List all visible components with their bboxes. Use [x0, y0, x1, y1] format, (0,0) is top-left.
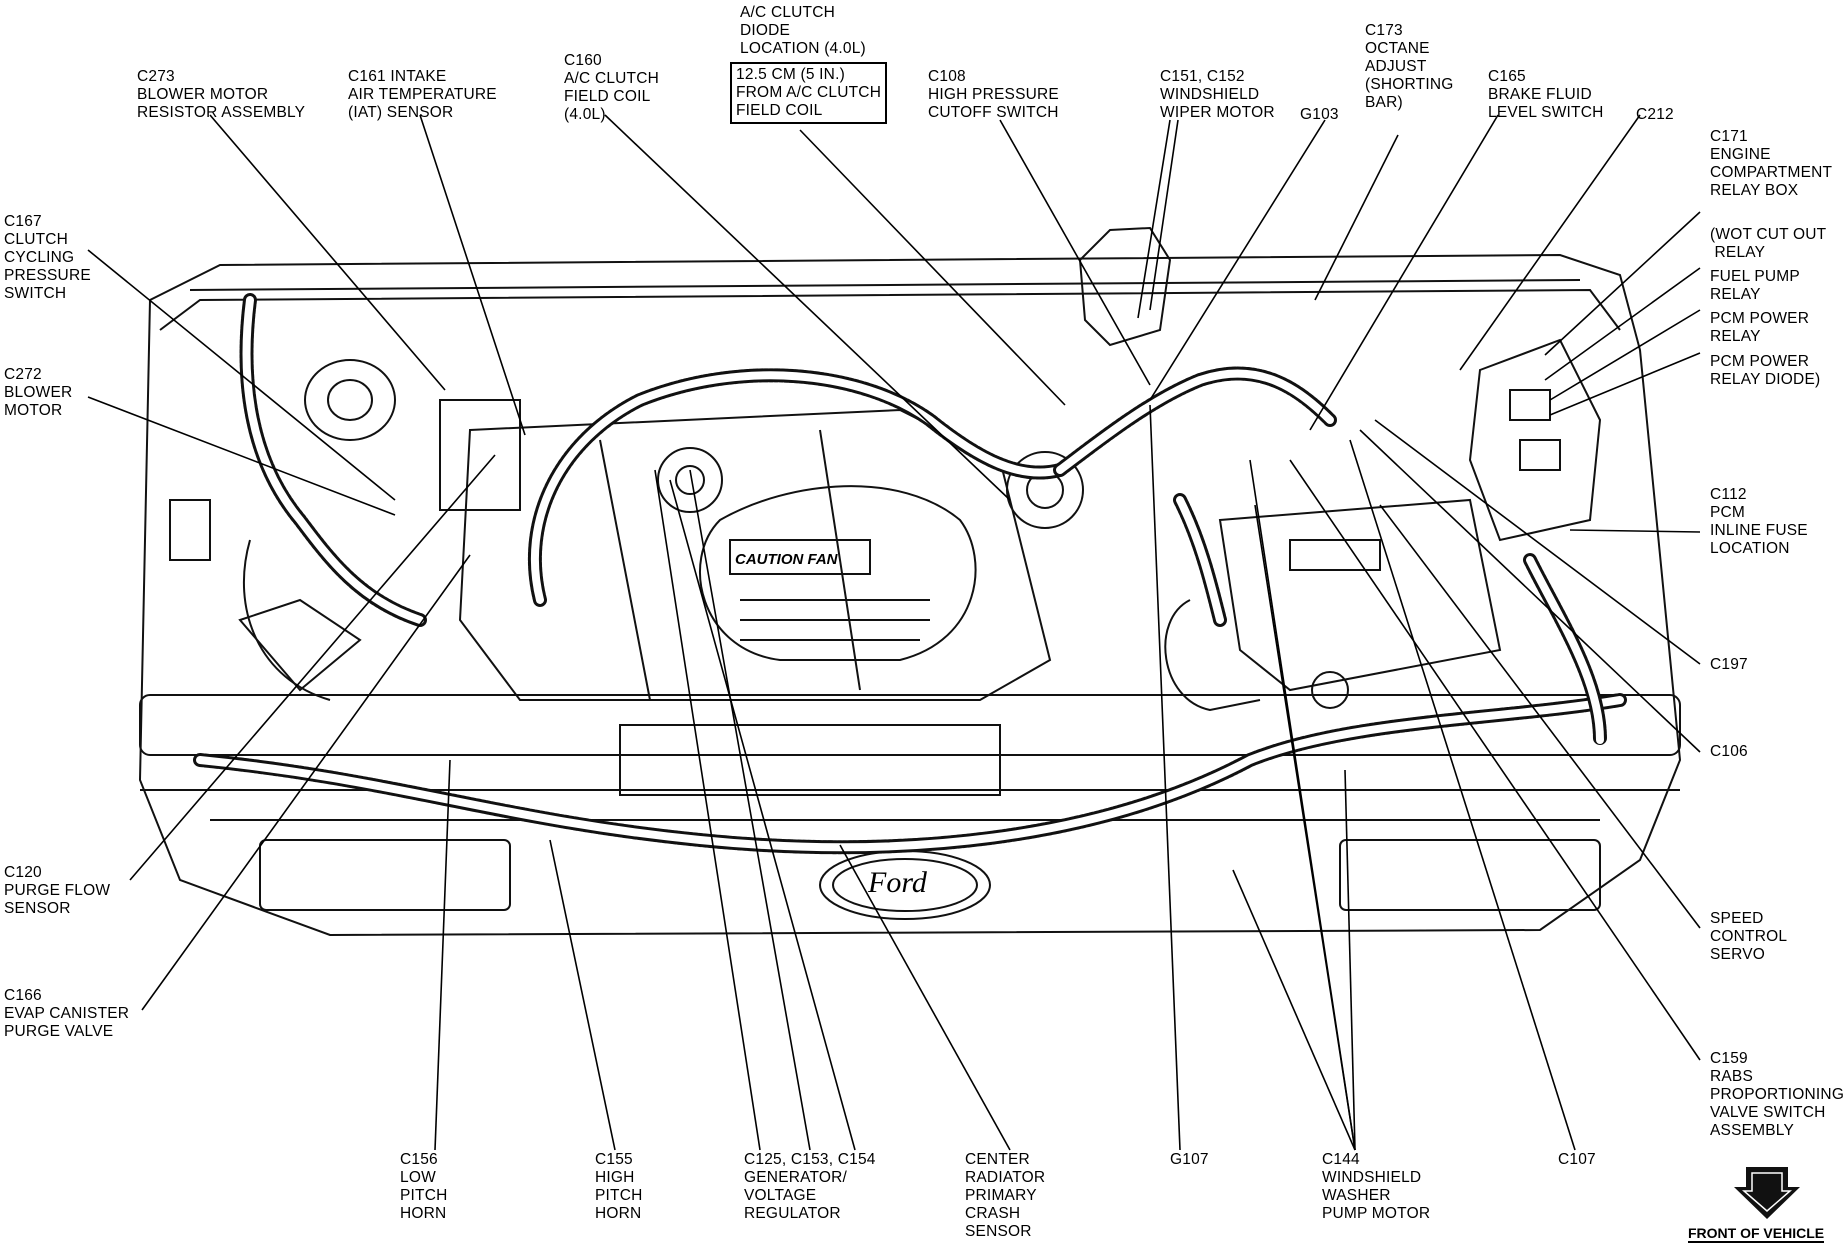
label-c212: C212 [1636, 106, 1674, 123]
label-c160-ac-clutch-field-coil: C160 A/C CLUTCH FIELD COIL (4.0L) [564, 52, 660, 123]
label-c144-washer-pump: C144 WINDSHIELD WASHER PUMP MOTOR [1322, 1151, 1431, 1222]
label-c165-brake-fluid: C165 BRAKE FLUID LEVEL SWITCH [1488, 68, 1604, 121]
label-c273-blower-motor-resistor: C273 BLOWER MOTOR RESISTOR ASSEMBLY [137, 68, 306, 121]
front-of-vehicle-label: FRONT OF VEHICLE [1688, 1225, 1825, 1243]
label-c166-evap-purge-valve: C166 EVAP CANISTER PURGE VALVE [4, 987, 130, 1040]
ford-logo: Ford [867, 866, 928, 899]
label-c272-blower-motor: C272 BLOWER MOTOR [4, 366, 73, 419]
label-c108-high-pressure-cutoff: C108 HIGH PRESSURE CUTOFF SWITCH [928, 68, 1059, 121]
label-c161-iat-sensor: C161 INTAKE AIR TEMPERATURE (IAT) SENSOR [348, 68, 497, 121]
label-ac-clutch-diode-location: A/C CLUTCH DIODE LOCATION (4.0L) [740, 4, 866, 57]
caution-fan-decal: CAUTION FAN [735, 551, 839, 568]
label-g103: G103 [1300, 106, 1339, 123]
label-c106: C106 [1710, 743, 1748, 760]
label-c151-wiper-motor: C151, C152 WINDSHIELD WIPER MOTOR [1160, 68, 1275, 121]
label-c173-octane-adjust: C173 OCTANE ADJUST (SHORTING BAR) [1365, 22, 1454, 111]
label-pcm-power-relay: PCM POWER RELAY [1710, 310, 1810, 345]
label-speed-control-servo: SPEED CONTROL SERVO [1710, 910, 1788, 963]
label-c112-pcm-fuse: C112 PCM INLINE FUSE LOCATION [1710, 486, 1808, 557]
label-c155-high-pitch-horn: C155 HIGH PITCH HORN [595, 1151, 643, 1222]
label-diode-distance-box: 12.5 CM (5 IN.) FROM A/C CLUTCH FIELD CO… [730, 62, 888, 124]
label-g107: G107 [1170, 1151, 1209, 1168]
label-c107: C107 [1558, 1151, 1596, 1168]
label-c156-low-pitch-horn: C156 LOW PITCH HORN [400, 1151, 448, 1222]
label-c159-rabs-switch: C159 RABS PROPORTIONING VALVE SWITCH ASS… [1710, 1050, 1845, 1139]
label-c120-purge-flow-sensor: C120 PURGE FLOW SENSOR [4, 864, 111, 917]
label-c171-relay-box: C171 ENGINE COMPARTMENT RELAY BOX [1710, 128, 1833, 199]
label-wot-relay: (WOT CUT OUT RELAY [1710, 226, 1827, 261]
front-arrow-icon [1734, 1167, 1800, 1219]
label-pcm-power-relay-diode: PCM POWER RELAY DIODE) [1710, 353, 1821, 388]
label-fuel-pump-relay: FUEL PUMP RELAY [1710, 268, 1800, 303]
label-c167-clutch-cycling-switch: C167 CLUTCH CYCLING PRESSURE SWITCH [4, 213, 91, 302]
label-c197: C197 [1710, 656, 1748, 673]
label-c125-generator: C125, C153, C154 GENERATOR/ VOLTAGE REGU… [744, 1151, 876, 1222]
label-center-radiator-crash-sensor: CENTER RADIATOR PRIMARY CRASH SENSOR [965, 1151, 1046, 1240]
